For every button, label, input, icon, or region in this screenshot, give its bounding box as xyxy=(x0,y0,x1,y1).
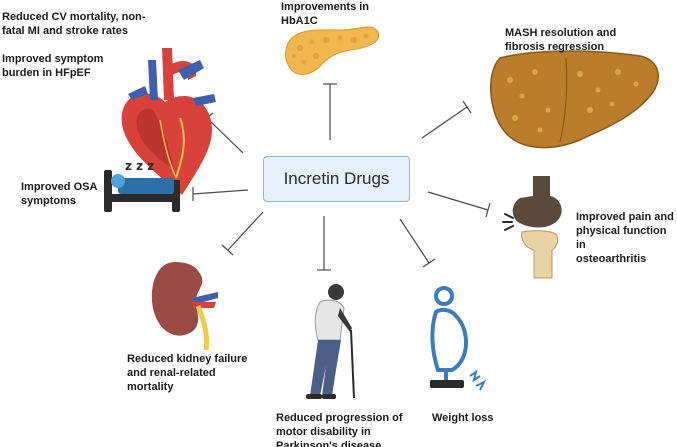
label-hfpef: Improved symptom burden in HFpEF xyxy=(2,53,104,79)
connector-parkinson xyxy=(317,216,331,271)
connector-weight xyxy=(399,218,436,268)
label-cv-outcomes: Reduced CV mortality, non- fatal MI and … xyxy=(2,11,146,37)
label-parkinsons: Reduced progression of motor disability … xyxy=(276,412,403,447)
label-mash: MASH resolution and fibrosis regression xyxy=(505,27,617,53)
label-hba1c: Improvements in HbA1C xyxy=(281,1,370,27)
kidney-icon xyxy=(151,262,218,351)
body-scale-icon xyxy=(430,286,487,391)
connector-pancreas xyxy=(323,83,337,140)
label-osa: Improved OSA symptoms xyxy=(21,181,98,207)
connector-liver xyxy=(421,100,472,139)
label-weight-loss: Weight loss xyxy=(432,412,494,424)
bed-icon: z z z xyxy=(104,159,180,212)
label-kidney: Reduced kidney failure and renal-related… xyxy=(127,353,248,393)
connector-bed xyxy=(192,187,249,201)
elderly-person-icon xyxy=(306,284,355,399)
heart-icon xyxy=(121,48,216,195)
label-osteoarthritis: Improved pain and physical function in o… xyxy=(576,211,674,265)
connectors xyxy=(192,83,491,271)
knee-joint-icon xyxy=(502,176,562,279)
connector-kidney xyxy=(221,211,264,256)
sleep-zzz: z z z xyxy=(125,159,154,173)
pancreas-icon xyxy=(285,26,380,75)
center-label: Incretin Drugs xyxy=(283,169,390,188)
liver-icon xyxy=(490,50,660,149)
connector-knee xyxy=(427,191,491,218)
center-node: Incretin Drugs xyxy=(263,156,410,202)
